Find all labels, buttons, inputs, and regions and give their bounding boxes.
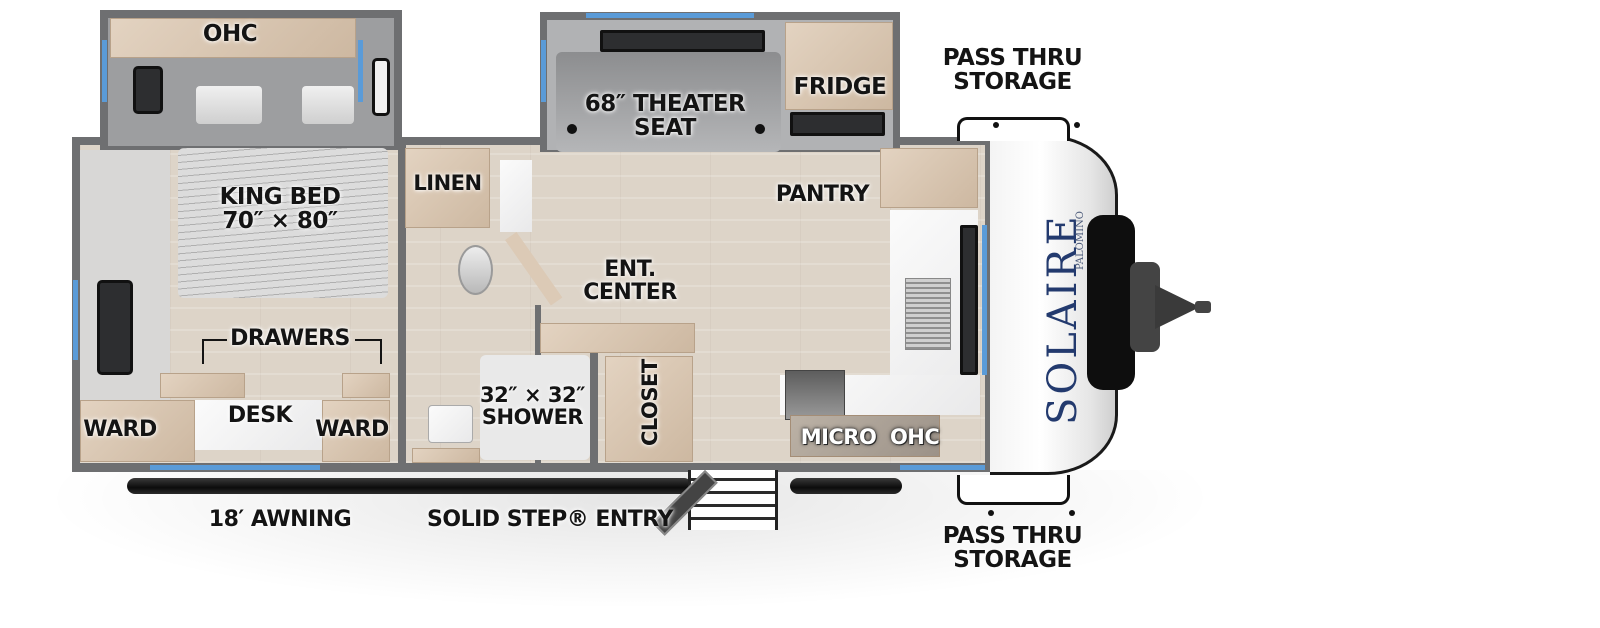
wardrobe-right-label: WARD (315, 417, 389, 442)
king-bed-label-line2: 70″ × 80″ (222, 208, 338, 235)
king-bed-label: KING BED 70″ × 80″ (195, 185, 365, 233)
shower-pan (480, 355, 590, 460)
bath-step (412, 448, 480, 463)
kitchen-window (982, 225, 987, 375)
kitchen-sink (905, 278, 951, 350)
theater-seat-label: 68″ THEATER SEAT (570, 92, 760, 140)
toilet (458, 245, 493, 295)
wardrobe-left-label: WARD (83, 417, 157, 442)
drawers-label: DRAWERS (230, 326, 350, 351)
bedroom-side-window (150, 465, 320, 470)
drawer-left (160, 373, 245, 398)
linen-label: LINEN (413, 171, 482, 195)
wardrobe-left (80, 400, 195, 462)
fridge-label: FRIDGE (793, 74, 887, 100)
drawers-arrow-right-v (380, 339, 382, 364)
living-slide-window-left (541, 40, 546, 102)
closet-cabinet (605, 356, 693, 462)
storage-top-latch-left (993, 122, 999, 128)
front-cap-window (1087, 215, 1135, 390)
bedroom-wall-tv (97, 280, 133, 375)
pass-thru-top-line1: PASS THRU (942, 45, 1083, 71)
kitchen-side-window (900, 465, 985, 470)
bath-vanity-top (500, 160, 532, 232)
kitchen-window-tv (960, 225, 978, 375)
hitch-a-frame (1155, 285, 1200, 329)
microwave-ohc (790, 415, 940, 457)
theater-seat-label-line2: SEAT (634, 115, 696, 142)
pass-thru-storage-bottom-label: PASS THRU STORAGE (935, 524, 1090, 572)
king-bed (178, 148, 388, 298)
pillow-right (302, 86, 354, 124)
theater-seat (556, 52, 781, 152)
king-bed-label-line1: KING BED (219, 184, 341, 210)
ent-center-label-line1: ENT. (604, 257, 656, 282)
pass-thru-storage-door-bottom (957, 475, 1070, 505)
ent-center-cabinet (540, 323, 695, 353)
living-slide-window-top (586, 13, 754, 18)
drawers-arrow-right-h (355, 339, 380, 341)
stove (785, 370, 845, 420)
shower-label-line1: 32″ × 32″ (480, 383, 585, 407)
ent-center-label: ENT. CENTER (570, 258, 690, 304)
entry-label: SOLID STEP® ENTRY (427, 507, 673, 532)
fridge (785, 22, 893, 110)
pass-thru-storage-top-label: PASS THRU STORAGE (935, 46, 1090, 94)
brand-sub-logo: PALOMINO (1075, 210, 1086, 270)
bedroom-bath-partition (398, 145, 406, 465)
pantry-cabinet (880, 148, 978, 208)
bedroom-ohc-label: OHC (202, 21, 258, 47)
ent-center-label-line2: CENTER (583, 280, 677, 306)
storage-top-latch-right (1074, 122, 1080, 128)
awning-roller (127, 478, 692, 494)
cupholder-right-icon (755, 124, 765, 134)
bedroom-slide-window-left (102, 40, 107, 102)
drawers-arrow-left-h (202, 339, 227, 341)
bedroom-tv (133, 66, 163, 114)
shower-label: 32″ × 32″ SHOWER (475, 384, 590, 428)
drawer-right (342, 373, 390, 398)
pass-thru-top-line2: STORAGE (953, 69, 1072, 96)
pass-thru-storage-door-top (957, 117, 1070, 141)
pass-thru-bottom-line2: STORAGE (953, 547, 1072, 574)
micro-ohc-label: MICRO OHC (800, 425, 940, 449)
shower-label-line2: SHOWER (481, 405, 584, 430)
hitch-tongue (1195, 301, 1211, 313)
closet-wall (590, 353, 598, 465)
storage-bot-latch-right (1069, 510, 1075, 516)
bedroom-rear-window (73, 280, 78, 360)
bath-sink (428, 405, 473, 443)
theater-seat-backrest-window (600, 30, 765, 52)
awning-roller-right (790, 478, 902, 494)
pillow-left (196, 86, 262, 124)
drawers-arrow-left-v (202, 339, 204, 364)
desk (195, 400, 323, 450)
fridge-door (790, 112, 885, 136)
closet-label: CLOSET (637, 359, 662, 447)
wardrobe-right (322, 400, 390, 462)
theater-seat-label-line1: 68″ THEATER (584, 91, 746, 117)
desk-label: DESK (227, 403, 293, 428)
bedroom-ohc-cabinet (110, 18, 356, 58)
pass-thru-bottom-line1: PASS THRU (942, 523, 1083, 549)
cupholder-left-icon (567, 124, 577, 134)
storage-bot-latch-left (988, 510, 994, 516)
linen-cabinet (405, 148, 490, 228)
bedroom-slide-side-window (372, 58, 390, 116)
awning-label: 18′ AWNING (208, 507, 352, 532)
pantry-label: PANTRY (775, 182, 870, 207)
bedroom-slide-window-right (358, 40, 363, 102)
